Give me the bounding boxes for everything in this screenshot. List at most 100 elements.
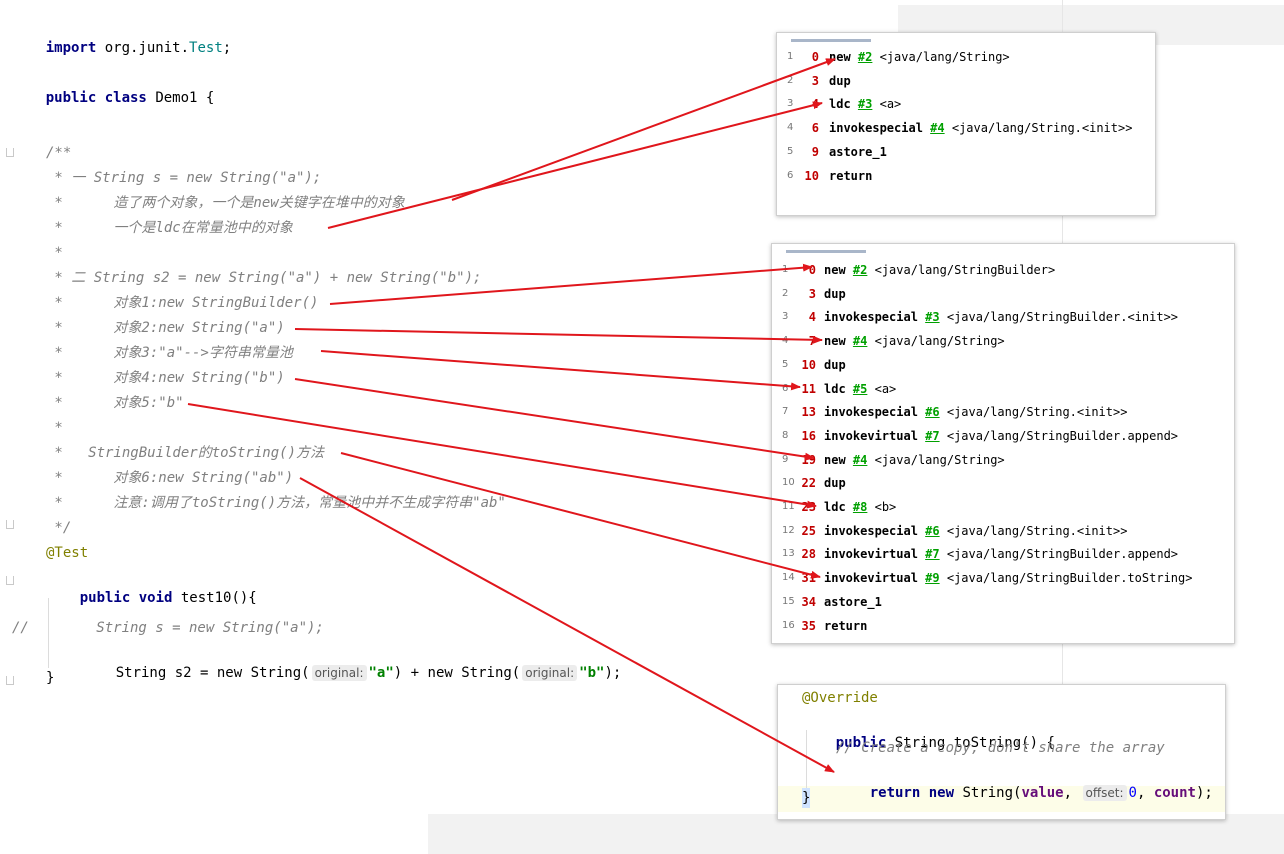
bytecode-row: 8 16 invokevirtual #7 <java/lang/StringBui… <box>772 424 1234 448</box>
constant-pool-link[interactable]: #9 <box>925 571 940 586</box>
constant-pool-link[interactable]: #5 <box>852 381 868 396</box>
constant-pool-link[interactable]: #8 <box>852 500 868 514</box>
editor-bottom-strip <box>428 814 1284 854</box>
bytecode-offset: 31 <box>801 571 816 586</box>
fold-marker[interactable] <box>6 576 14 585</box>
bytecode-offset: 16 <box>801 428 816 443</box>
constant-description: <java/lang/StringBuilder> <box>874 263 1056 277</box>
opcode: invokespecial <box>824 405 918 420</box>
panel-tab-indicator <box>786 250 866 253</box>
comment-line: * 一个是ldc在常量池中的对象 <box>46 220 293 236</box>
bytecode-line-number: 15 <box>782 595 795 607</box>
opcode: dup <box>824 357 846 372</box>
bytecode-line-number: 1 <box>782 264 789 275</box>
bytecode-line-number: 1 <box>787 51 794 62</box>
tostring-source-panel: @Override public String toString() { // … <box>777 684 1226 820</box>
bytecode-instruction: new #2 <java/lang/StringBuilder> <box>824 258 1055 282</box>
bytecode-line-number: 13 <box>782 548 795 560</box>
bytecode-offset: 10 <box>801 357 816 372</box>
bytecode-instruction: ldc #3 <a> <box>829 92 901 116</box>
fold-marker[interactable] <box>6 148 14 157</box>
comment-line: * StringBuilder的toString()方法 <box>46 445 325 461</box>
keyword: public class <box>45 90 147 106</box>
import-line: import org.junit.Test; <box>12 18 231 56</box>
constant-pool-link[interactable]: #2 <box>857 50 873 64</box>
bytecode-offset: 3 <box>811 73 819 88</box>
constant-pool-link[interactable]: #4 <box>852 334 868 349</box>
constant-description: <java/lang/String.<init>> <box>946 405 1128 420</box>
opcode: ldc <box>824 500 846 514</box>
bytecode-row: 12 25 invokespecial #6 <java/lang/String.<… <box>772 519 1234 543</box>
fold-marker[interactable] <box>6 520 14 529</box>
comment-line: * 对象3:"a"-->字符串常量池 <box>46 345 293 361</box>
panel-tab-indicator <box>791 39 871 42</box>
bytecode-line-number: 12 <box>782 524 795 536</box>
constant-pool-link[interactable]: #6 <box>925 405 940 420</box>
string-literal: "b" <box>579 665 605 681</box>
bytecode-line-number: 4 <box>782 335 789 347</box>
parameter-hint: original: <box>522 665 578 681</box>
keyword: public void <box>79 590 173 606</box>
semicolon: ; <box>222 40 232 56</box>
code-text: ) + new String( <box>393 665 521 681</box>
bytecode-line-number: 8 <box>782 429 789 441</box>
method-close-brace: } <box>46 670 55 686</box>
comment-line: * 对象4:new String("b") <box>46 370 285 386</box>
bytecode-offset: 13 <box>801 405 816 420</box>
bytecode-instruction: new #2 <java/lang/String> <box>829 45 1010 69</box>
code-text: , <box>1136 785 1146 801</box>
bytecode-offset: 19 <box>801 452 816 467</box>
constant-pool-link[interactable]: #4 <box>930 121 945 136</box>
bytecode-row: 3 4 ldc #3 <a> <box>777 92 1155 116</box>
code-text: ); <box>1195 785 1213 801</box>
opcode: invokevirtual <box>824 571 918 586</box>
bytecode-offset: 11 <box>801 381 816 396</box>
constant-description: <java/lang/StringBuilder.<init>> <box>946 310 1179 325</box>
constant-pool-link[interactable]: #7 <box>925 547 940 562</box>
constant-description: <a> <box>879 97 902 112</box>
constant-pool-link[interactable]: #4 <box>852 452 868 467</box>
override-annotation: @Override <box>802 690 878 706</box>
comment-line: * 二 String s2 = new String("a") + new St… <box>46 270 482 286</box>
keyword: public <box>835 735 887 751</box>
bytecode-line-number: 9 <box>782 453 789 465</box>
class-name: Demo1 { <box>155 90 215 106</box>
constant-pool-link[interactable]: #3 <box>925 310 940 325</box>
opcode: invokespecial <box>824 523 918 538</box>
fold-marker[interactable] <box>6 676 14 685</box>
bytecode-offset: 4 <box>808 310 816 325</box>
bytecode-line-number: 10 <box>782 477 795 489</box>
opcode: dup <box>829 73 851 88</box>
bytecode-instruction: invokespecial #3 <java/lang/StringBuilde… <box>824 305 1178 329</box>
code-line-s2: String s2 = new String(original:"a") + n… <box>82 643 621 681</box>
constant-pool-link[interactable]: #3 <box>857 97 873 112</box>
bytecode-instruction: invokevirtual #7 <java/lang/StringBuilde… <box>824 424 1178 448</box>
string-literal: "a" <box>368 665 394 681</box>
comment-line: // Create a copy, don't share the array <box>836 740 1165 756</box>
bytecode-offset: 4 <box>811 97 819 112</box>
bytecode-line-number: 6 <box>787 169 794 181</box>
bytecode-instruction: invokespecial #6 <java/lang/String.<init… <box>824 519 1127 543</box>
bytecode-row: 4 6 invokespecial #4 <java/lang/String.<in… <box>777 116 1155 140</box>
opcode: invokevirtual <box>824 428 918 443</box>
bytecode-instruction: invokespecial #4 <java/lang/String.<init… <box>829 116 1132 140</box>
bytecode-line-number: 3 <box>787 98 794 110</box>
bytecode-offset: 25 <box>801 523 816 538</box>
constant-description: <java/lang/String> <box>874 334 1005 349</box>
constant-pool-link[interactable]: #6 <box>925 523 940 538</box>
constant-pool-link[interactable]: #7 <box>925 428 940 443</box>
bytecode-line-number: 11 <box>782 501 795 512</box>
return-line: return new String(value, offset:0, count… <box>836 763 1213 801</box>
bytecode-line-number: 14 <box>782 572 795 584</box>
constant-description: <java/lang/String.<init>> <box>946 523 1128 538</box>
bytecode-line-number: 4 <box>787 122 794 134</box>
constant-description: <a> <box>874 381 897 396</box>
constant-pool-link[interactable]: #2 <box>852 263 868 277</box>
bytecode-offset: 6 <box>811 121 819 136</box>
